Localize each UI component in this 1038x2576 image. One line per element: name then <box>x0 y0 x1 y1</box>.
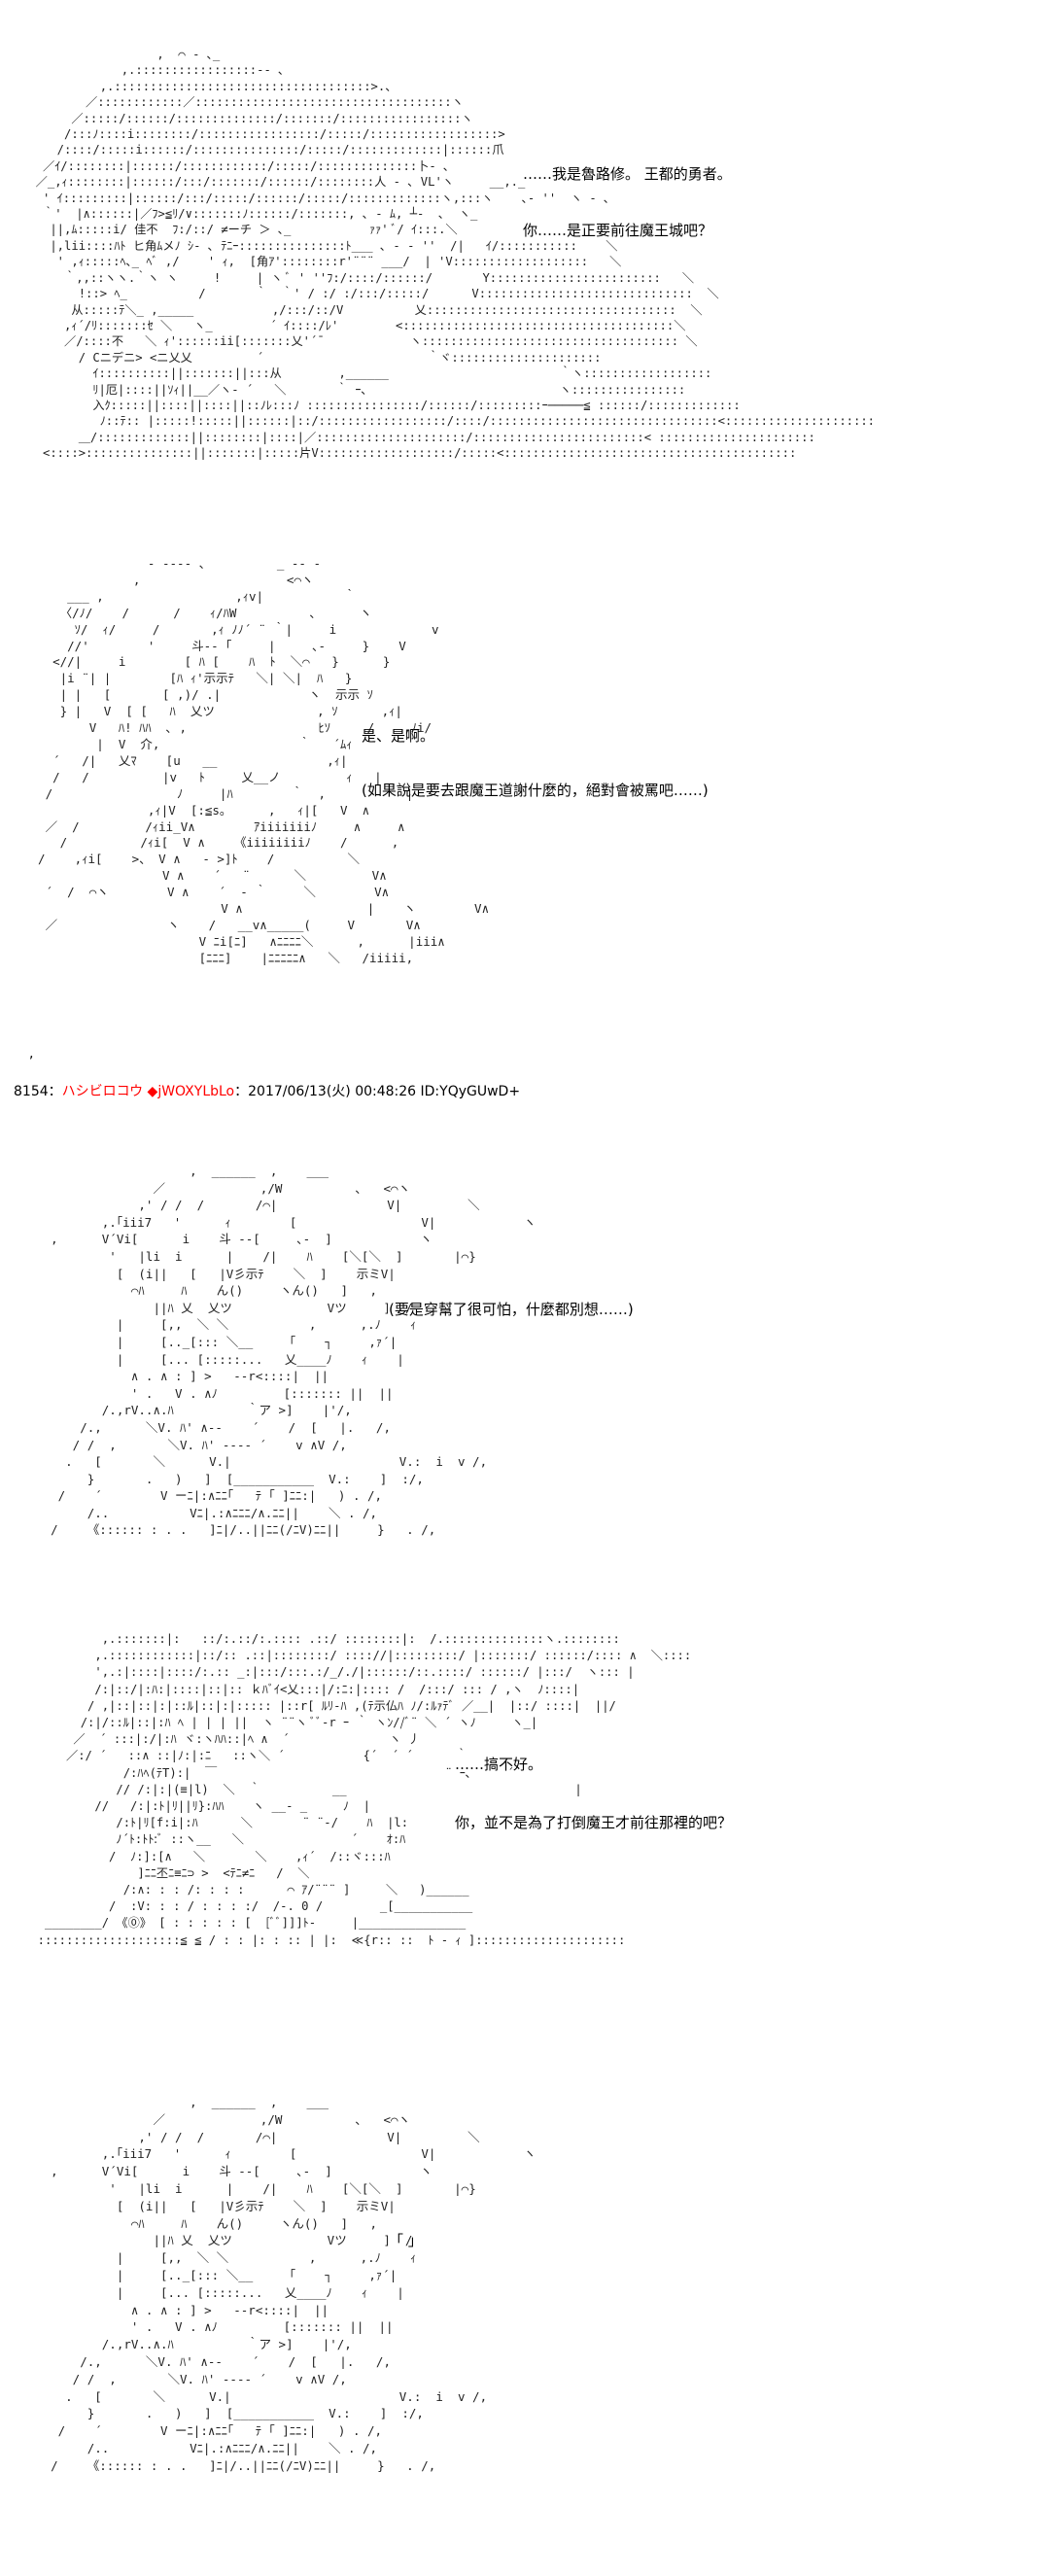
post-author-name: ハシビロコウ <box>61 1084 144 1099</box>
panel-3: , ______ , ___ ／ ,/W ､ <⌒ヽ ,' / / / /⌒| … <box>0 1147 1038 1594</box>
post-header: 8154：ハシビロコウ ◆jWOXYLbLo：2017/06/13(火) 00:… <box>14 1081 520 1100</box>
dialog-line-2-2: (如果說是要去跟魔王道謝什麼的，絕對會被罵吧……) <box>362 782 709 799</box>
dialog-line-4-1: ……搞不好。 <box>455 1756 543 1773</box>
ascii-art-panel-1: , ⌒ ‐ ､_ ,.:::::::::::::::::‐- ､ ,.:::::… <box>35 48 876 461</box>
dialog-line-2-1: 是、是啊。 <box>362 727 435 745</box>
panel-4: ,.:::::::|: ::/:.::/:.:::: .::/ ::::::::… <box>0 1623 1038 2012</box>
dialog-line-5-1: 「 」 <box>389 2232 423 2249</box>
ascii-art-panel-4: ,.:::::::|: ::/:.::/:.:::: .::/ ::::::::… <box>37 1632 692 1947</box>
panel-2: ‐ ‐‐‐‐ 、 _ -- ‐ , <⌒ヽ ___ , ,ｨv| ｀ 〈/ﾉ/ … <box>0 544 1038 1001</box>
dialog-line-1-1: ……我是魯路修。 王都的勇者。 <box>523 165 732 183</box>
stray-mark: , <box>29 1046 34 1062</box>
post-separator: ： <box>48 1084 62 1099</box>
ascii-art-panel-5: , ______ , ___ ／ ,/W ､ <⌒ヽ ,' / / / /⌒| … <box>51 2095 536 2473</box>
panel-1: , ⌒ ‐ ､_ ,.:::::::::::::::::‐- ､ ,.:::::… <box>0 0 1038 467</box>
ascii-art-panel-3: , ______ , ___ ／ ,/W ､ <⌒ヽ ,' / / / /⌒| … <box>51 1164 536 1538</box>
post-number[interactable]: 8154 <box>14 1084 49 1099</box>
post-meta: ：2017/06/13(火) 00:48:26 ID:YQyGUwD+ <box>234 1084 521 1099</box>
dialog-line-4-2: 你，並不是為了打倒魔王才前往那裡的吧？ <box>455 1814 733 1831</box>
panel-5: , ______ , ___ ／ ,/W ､ <⌒ヽ ,' / / / /⌒| … <box>0 2090 1038 2576</box>
ascii-art-panel-2: ‐ ‐‐‐‐ 、 _ -- ‐ , <⌒ヽ ___ , ,ｨv| ｀ 〈/ﾉ/ … <box>38 556 490 965</box>
post-author-trip: ◆jWOXYLbLo <box>147 1084 235 1099</box>
dialog-line-3-1: (要是穿幫了很可怕，什麼都別想……) <box>389 1301 634 1318</box>
dialog-line-1-2: 你……是正要前往魔王城吧？ <box>523 222 713 239</box>
